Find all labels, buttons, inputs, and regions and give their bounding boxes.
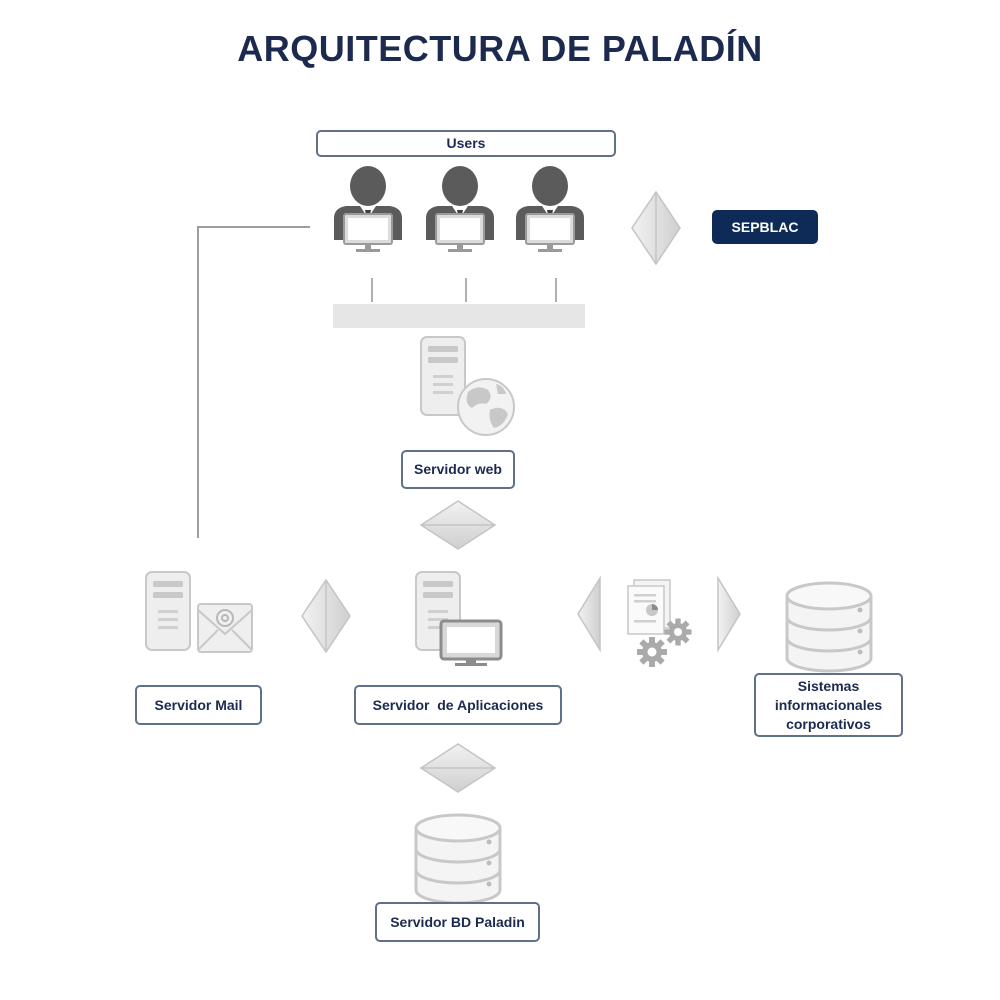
integration-icon xyxy=(627,579,692,667)
corporate-systems-label: Sistemas informacionales corporativos xyxy=(754,673,903,737)
exchange-arrow-icon xyxy=(631,190,681,266)
users-mail-connector xyxy=(197,226,310,538)
exchange-arrow-icon xyxy=(301,578,351,654)
exchange-arrow-icon xyxy=(419,500,497,550)
user-icon xyxy=(425,165,495,253)
user-icon xyxy=(515,165,585,253)
web-server-icon xyxy=(420,336,515,436)
diagram-title: ARQUITECTURA DE PALADÍN xyxy=(237,28,763,69)
right-arrow-icon xyxy=(717,575,741,653)
mail-server-icon xyxy=(145,571,253,653)
sepblac-label: SEPBLAC xyxy=(712,210,818,244)
users-label: Users xyxy=(316,130,616,157)
network-icon xyxy=(333,278,585,328)
mail-server-label: Servidor Mail xyxy=(135,685,262,725)
application-server-icon xyxy=(415,571,503,666)
user-icon xyxy=(333,165,403,253)
exchange-arrow-icon xyxy=(419,743,497,793)
paladin-database-icon xyxy=(414,813,502,905)
application-server-label: Servidor de Aplicaciones xyxy=(354,685,562,725)
left-arrow-icon xyxy=(577,575,601,653)
corporate-systems-line: corporativos xyxy=(786,715,871,732)
corporate-systems-line: informacionales xyxy=(774,696,883,713)
corporate-systems-line: Sistemas xyxy=(797,677,860,694)
web-server-label: Servidor web xyxy=(401,450,515,489)
corporate-database-icon xyxy=(785,581,873,673)
db-server-label: Servidor BD Paladin xyxy=(375,902,540,942)
